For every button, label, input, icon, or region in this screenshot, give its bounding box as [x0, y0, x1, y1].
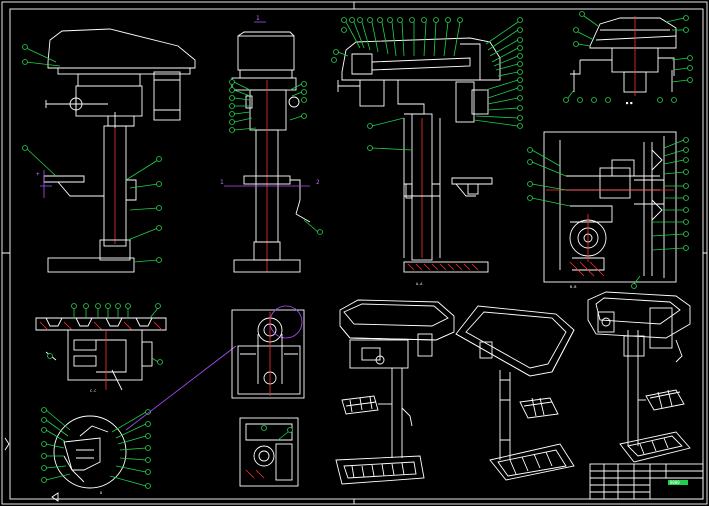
side-base: [233, 259, 301, 273]
table-top: [35, 317, 167, 331]
section-mark-top: 1: [256, 15, 260, 22]
work-table: [43, 175, 85, 183]
round-detail-caption: D: [100, 491, 102, 495]
side-head: [237, 35, 295, 71]
table-caption: C-C: [90, 389, 96, 393]
feed-hub: [69, 97, 83, 111]
iso-view-1: [335, 299, 455, 485]
title-block: 0000: [589, 463, 704, 500]
front-view: +: [36, 28, 196, 273]
gearbox-caption: B-B: [570, 285, 576, 289]
detail-leader-line: [125, 345, 237, 431]
column-detail-view: [231, 305, 305, 399]
base: [47, 257, 135, 273]
section-caption: A-A: [416, 282, 423, 286]
round-detail-view: D: [53, 415, 127, 495]
svg-text:■ ■: ■ ■: [626, 101, 633, 105]
head-cover: [47, 28, 196, 69]
inner-sheet-border: [9, 8, 704, 500]
section-view: A-A: [337, 37, 501, 286]
motor: [153, 71, 181, 121]
table-bracket: [67, 329, 143, 381]
spindle-head: [75, 85, 143, 117]
section-mark-left: 1: [220, 179, 224, 186]
section-view-callouts: [331, 17, 523, 151]
head-detail-callouts: [563, 11, 693, 103]
section-mark-right: 2: [316, 179, 320, 186]
front-view-callouts: [22, 44, 162, 263]
section-head-cover: [341, 37, 501, 81]
side-view: 1 1 2: [220, 15, 320, 273]
belt: [371, 57, 471, 71]
detail-circle: [53, 415, 127, 489]
round-detail-callouts: [41, 407, 151, 489]
section-base: [403, 261, 489, 273]
gearbox-frame: [543, 131, 677, 283]
column-lower-detail: [239, 417, 299, 487]
dimension-mark: +: [36, 171, 40, 178]
iso-view-3: [587, 291, 691, 463]
side-handwheel: [288, 96, 300, 108]
side-view-callouts: [229, 79, 323, 235]
iso-view-2: [455, 305, 575, 481]
head-detail-view: ■ ■: [570, 16, 677, 105]
table-detail-callouts: [47, 303, 163, 365]
title-code-label: 0000: [670, 480, 680, 485]
gearbox-detail-callouts: [527, 137, 689, 289]
gearbox-detail-view: B-B: [543, 131, 677, 289]
section-table: [451, 177, 493, 185]
table-detail-view: C-C: [35, 317, 167, 393]
